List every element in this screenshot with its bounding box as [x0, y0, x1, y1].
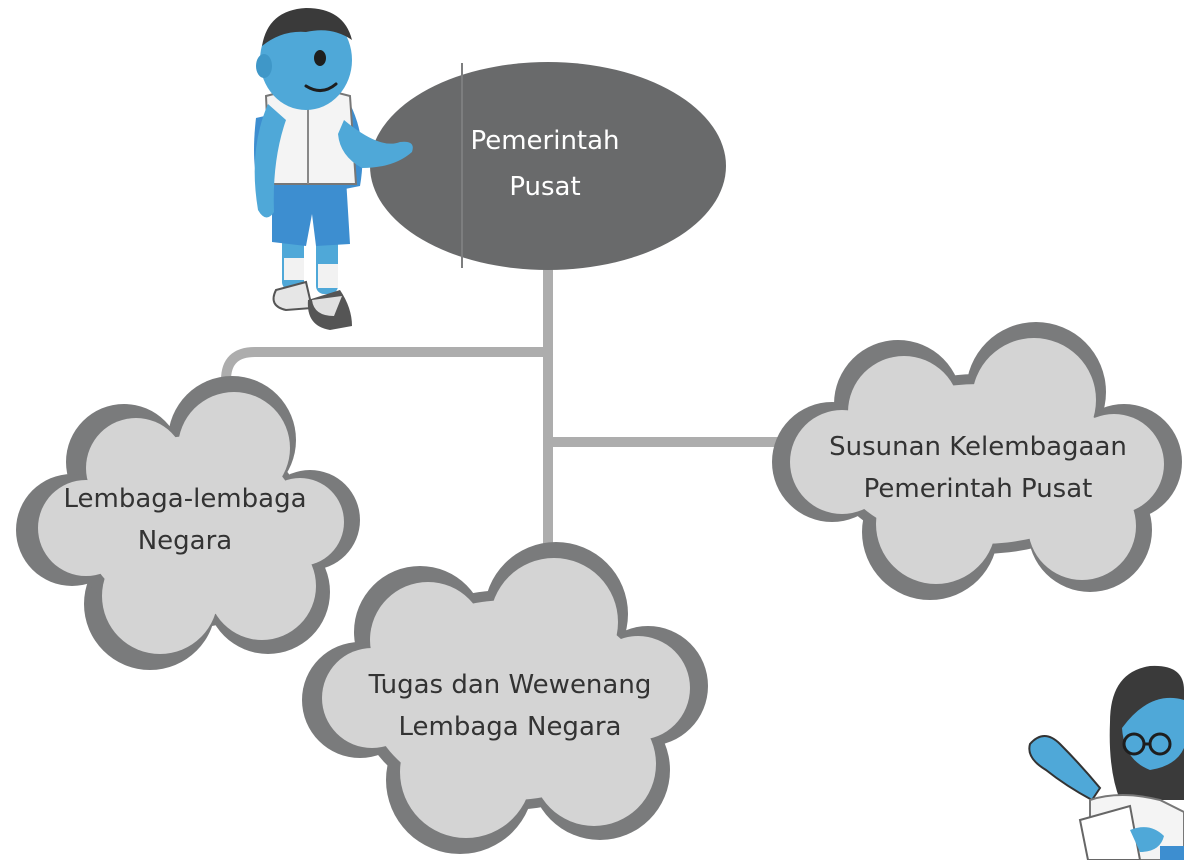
- branch-tugas-line2: Lembaga Negara: [398, 712, 622, 742]
- branch-susunan-line1: Susunan Kelembagaan: [829, 432, 1127, 462]
- branch-tugas-label: Tugas dan Wewenang Lembaga Negara: [345, 664, 675, 748]
- branch-lembaga-line1: Lembaga-lembaga: [63, 484, 307, 514]
- central-node-ellipse: [370, 62, 726, 270]
- cloud-susunan-shape: [772, 322, 1182, 600]
- branch-tugas-line1: Tugas dan Wewenang: [368, 670, 652, 700]
- branch-susunan-label: Susunan Kelembagaan Pemerintah Pusat: [808, 426, 1148, 510]
- cloud-tugas-shape: [302, 542, 708, 854]
- branch-susunan-line2: Pemerintah Pusat: [863, 474, 1093, 504]
- cloud-lembaga-shape: [16, 376, 360, 670]
- central-node-label: Pemerintah Pusat: [455, 118, 635, 210]
- central-node-line2: Pusat: [509, 172, 581, 202]
- girl-student-illustration: [1028, 665, 1184, 860]
- branch-lembaga-line2: Negara: [137, 526, 233, 556]
- boy-student-illustration: [254, 8, 413, 330]
- central-node-line1: Pemerintah: [470, 126, 620, 156]
- branch-lembaga-label: Lembaga-lembaga Negara: [40, 478, 330, 562]
